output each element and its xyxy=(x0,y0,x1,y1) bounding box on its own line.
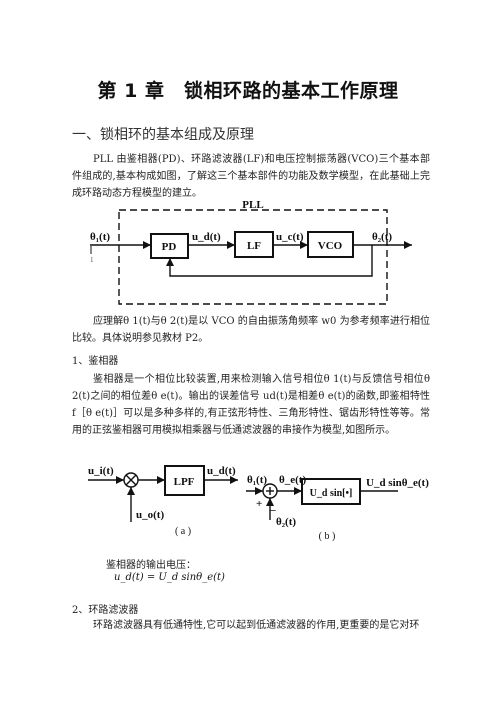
theta2-b-label: θ₂(t) xyxy=(276,516,296,528)
uo-label: u_o(t) xyxy=(136,509,164,521)
theta2-label: θ₂(t) xyxy=(372,231,392,243)
theta-e-label: θ_e(t) xyxy=(279,474,306,486)
minus-sign: − xyxy=(270,505,276,517)
caption-b: ( b ) xyxy=(319,531,336,542)
pll-dashed-frame xyxy=(118,209,388,305)
subheading-loop-filter: 2、环路滤波器 xyxy=(72,605,139,616)
paragraph-phase-note: 应理解θ 1(t)与θ 2(t)是以 VCO 的自由振荡角频率 w0 为参考频率… xyxy=(72,316,430,344)
lf-label: LF xyxy=(247,240,261,252)
paragraph-phase-detector: 鉴相器是一个相位比较装置,用来检测输入信号相位θ 1(t)与反馈信号相位θ 2(… xyxy=(72,374,430,436)
ud-a-label: u_d(t) xyxy=(207,465,236,477)
tick-label: 1 xyxy=(90,256,94,264)
plus-sign: + xyxy=(256,498,262,510)
caption-a: ( a ) xyxy=(175,526,191,537)
pll-label: PLL xyxy=(242,199,263,211)
formula-output-voltage: u_d(t) = U_d sinθ_e(t) xyxy=(114,572,225,583)
lpf-label: LPF xyxy=(174,476,195,488)
section-heading: 一、锁相环的基本组成及原理 xyxy=(72,127,254,143)
paragraph-intro: PLL 由鉴相器(PD)、环路滤波器(LF)和电压控制振荡器(VCO)三个基本部… xyxy=(72,154,430,199)
uc-label: u_c(t) xyxy=(276,231,304,243)
paragraph-output-voltage: 鉴相器的输出电压： xyxy=(106,560,196,571)
ud-label: u_d(t) xyxy=(192,231,221,243)
sin-block-label: U_d sin[•] xyxy=(310,488,353,499)
pd-label: PD xyxy=(162,241,177,253)
ui-label: u_i(t) xyxy=(88,465,114,477)
paragraph-loop-filter: 环路滤波器具有低通特性,它可以起到低通滤波器的作用,更重要的是它对环 xyxy=(93,620,420,631)
output-b-label: U_d sinθ_e(t) xyxy=(366,477,429,489)
page-title: 第 1 章 锁相环路的基本工作原理 xyxy=(97,80,399,102)
subheading-phase-detector: 1、鉴相器 xyxy=(72,356,119,367)
vco-label: VCO xyxy=(318,240,343,252)
theta1-label: θ₁(t) xyxy=(90,231,110,243)
theta1-b-label: θ₁(t) xyxy=(247,474,267,486)
